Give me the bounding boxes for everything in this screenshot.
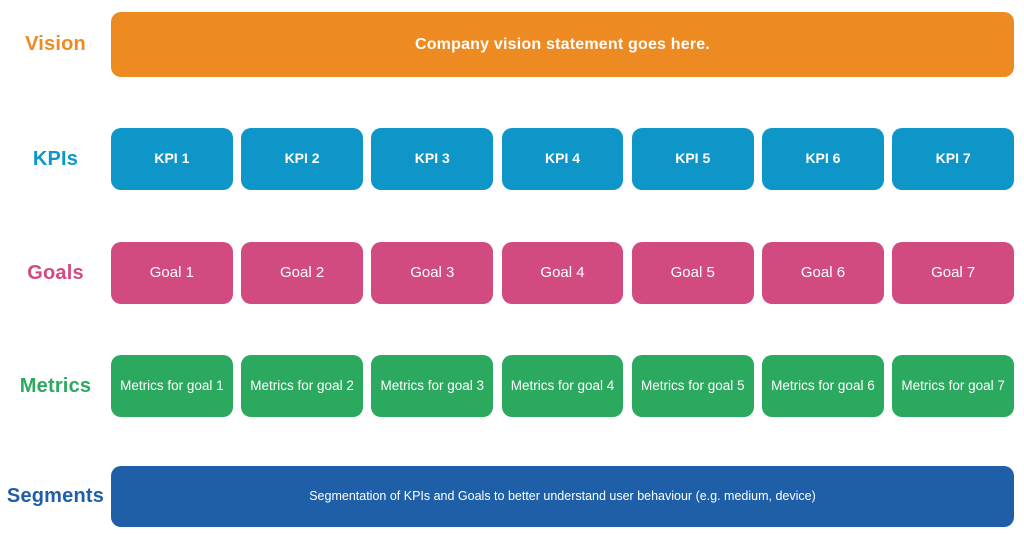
kpi-box-4-label: KPI 4 bbox=[545, 150, 581, 167]
kpi-box-1-label: KPI 1 bbox=[154, 150, 190, 167]
kpi-box-5: KPI 5 bbox=[631, 128, 754, 190]
kpi-box-7-label: KPI 7 bbox=[935, 150, 971, 167]
goal-box-1-label: Goal 1 bbox=[149, 263, 194, 281]
row-content-kpis: KPI 1 KPI 2 KPI 3 KPI 4 KPI 5 KPI 6 KPI … bbox=[111, 128, 1015, 190]
metrics-box-1: Metrics for goal 1 bbox=[111, 355, 233, 417]
goal-box-1: Goal 1 bbox=[111, 242, 233, 304]
metrics-box-7-label: Metrics for goal 7 bbox=[901, 377, 1005, 393]
kpi-box-2-label: KPI 2 bbox=[284, 150, 320, 167]
row-content-metrics: Metrics for goal 1 Metrics for goal 2 Me… bbox=[111, 355, 1015, 417]
metrics-box-6: Metrics for goal 6 bbox=[762, 355, 884, 417]
row-vision: Vision Company vision statement goes her… bbox=[0, 12, 1024, 77]
segments-box: Segmentation of KPIs and Goals to better… bbox=[111, 466, 1014, 527]
kpi-box-5-label: KPI 5 bbox=[675, 150, 711, 167]
metrics-box-1-label: Metrics for goal 1 bbox=[120, 377, 224, 393]
kpi-box-6: KPI 6 bbox=[762, 128, 884, 190]
metrics-box-2-label: Metrics for goal 2 bbox=[250, 377, 354, 393]
row-content-vision: Company vision statement goes here. bbox=[111, 12, 1014, 77]
row-label-segments: Segments bbox=[6, 485, 105, 507]
metrics-box-7: Metrics for goal 7 bbox=[892, 355, 1015, 417]
row-segments: Segments Segmentation of KPIs and Goals … bbox=[0, 466, 1024, 527]
row-label-metrics: Metrics bbox=[19, 374, 92, 397]
row-label-kpis: KPIs bbox=[32, 147, 79, 170]
row-metrics: Metrics Metrics for goal 1 Metrics for g… bbox=[0, 355, 1024, 417]
vision-statement-text: Company vision statement goes here. bbox=[414, 35, 711, 53]
metrics-box-3-label: Metrics for goal 3 bbox=[380, 377, 485, 393]
goal-box-3-label: Goal 3 bbox=[410, 263, 455, 281]
goal-box-6-label: Goal 6 bbox=[800, 263, 846, 281]
row-content-segments: Segmentation of KPIs and Goals to better… bbox=[111, 466, 1014, 527]
row-goals: Goals Goal 1 Goal 2 Goal 3 Goal 4 Goal 5… bbox=[0, 242, 1024, 304]
goal-box-4-label: Goal 4 bbox=[540, 263, 585, 281]
metrics-box-3: Metrics for goal 3 bbox=[371, 355, 494, 417]
kpi-box-4: KPI 4 bbox=[501, 128, 624, 190]
goal-box-7-label: Goal 7 bbox=[931, 263, 976, 281]
goal-box-2: Goal 2 bbox=[241, 242, 363, 304]
goal-box-5-label: Goal 5 bbox=[670, 263, 715, 281]
row-label-vision: Vision bbox=[25, 33, 86, 55]
goal-box-5: Goal 5 bbox=[631, 242, 754, 304]
metrics-box-5-label: Metrics for goal 5 bbox=[640, 377, 745, 393]
metrics-box-2: Metrics for goal 2 bbox=[241, 355, 363, 417]
goal-box-2-label: Goal 2 bbox=[279, 263, 325, 281]
goal-box-4: Goal 4 bbox=[501, 242, 624, 304]
kpi-box-7: KPI 7 bbox=[892, 128, 1015, 190]
goal-box-3: Goal 3 bbox=[371, 242, 494, 304]
row-kpis: KPIs KPI 1 KPI 2 KPI 3 KPI 4 KPI 5 KPI 6… bbox=[0, 128, 1024, 190]
kpi-box-3: KPI 3 bbox=[371, 128, 494, 190]
goal-box-6: Goal 6 bbox=[762, 242, 884, 304]
goal-box-7: Goal 7 bbox=[892, 242, 1015, 304]
metrics-box-4-label: Metrics for goal 4 bbox=[510, 377, 615, 393]
metrics-box-4: Metrics for goal 4 bbox=[501, 355, 624, 417]
row-label-goals: Goals bbox=[27, 261, 84, 284]
segments-text: Segmentation of KPIs and Goals to better… bbox=[309, 488, 816, 503]
row-content-goals: Goal 1 Goal 2 Goal 3 Goal 4 Goal 5 Goal … bbox=[111, 242, 1015, 304]
metrics-box-5: Metrics for goal 5 bbox=[631, 355, 754, 417]
kpi-box-1: KPI 1 bbox=[111, 128, 233, 190]
kpi-box-2: KPI 2 bbox=[241, 128, 363, 190]
vision-box: Company vision statement goes here. bbox=[111, 12, 1014, 77]
metrics-box-6-label: Metrics for goal 6 bbox=[771, 377, 875, 393]
kpi-box-6-label: KPI 6 bbox=[805, 150, 841, 167]
kpi-box-3-label: KPI 3 bbox=[414, 150, 450, 167]
